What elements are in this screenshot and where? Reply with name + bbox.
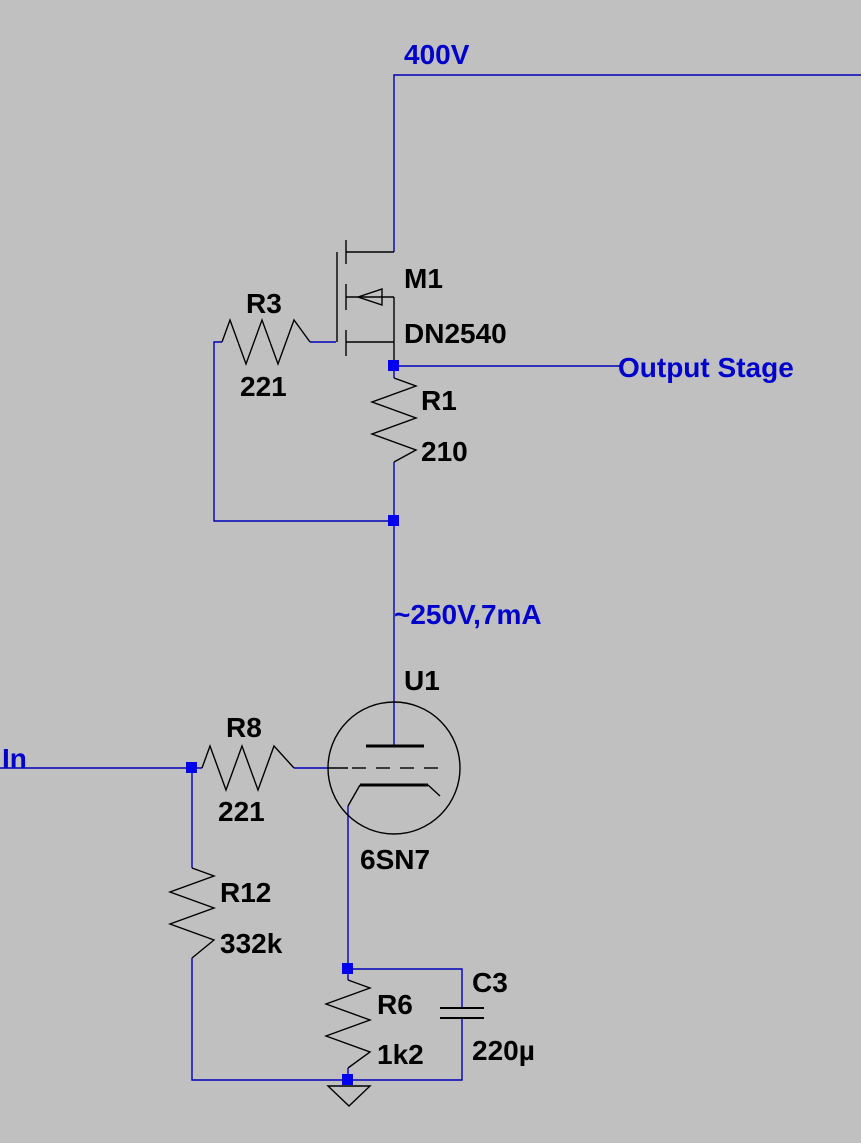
ground-symbol [326, 1085, 372, 1107]
junction-input [186, 762, 197, 773]
triode-u1[interactable] [327, 701, 461, 835]
c3-ref: C3 [472, 967, 508, 998]
wire-r12-bottom[interactable] [191, 958, 463, 1081]
r3-ref: R3 [246, 288, 282, 319]
r6-value: 1k2 [377, 1039, 424, 1070]
wire-cathode-to-c3[interactable] [348, 968, 463, 1008]
capacitor-c3[interactable] [440, 1007, 484, 1019]
net-label-operating-point: ~250V,7mA [394, 599, 542, 630]
r1-ref: R1 [421, 385, 457, 416]
resistor-r12[interactable] [167, 867, 217, 959]
net-label-input: In [2, 743, 27, 774]
junction-cathode [342, 963, 353, 974]
u1-ref: U1 [404, 665, 440, 696]
r12-value: 332k [220, 928, 283, 959]
c3-value: 220µ [472, 1035, 535, 1066]
mosfet-m1[interactable] [336, 240, 395, 366]
r12-ref: R12 [220, 877, 271, 908]
junction-plate [388, 515, 399, 526]
r8-ref: R8 [226, 712, 262, 743]
r8-value: 221 [218, 796, 265, 827]
resistor-r3[interactable] [221, 317, 311, 367]
junction-ground [342, 1074, 353, 1085]
r1-value: 210 [421, 436, 468, 467]
wire-supply-rail[interactable] [393, 74, 861, 252]
u1-value: 6SN7 [360, 844, 430, 875]
wires [0, 74, 861, 1081]
wire-r3-loop[interactable] [213, 341, 394, 522]
net-label-supply: 400V [404, 39, 470, 70]
resistor-r6[interactable] [323, 979, 373, 1069]
junction-nodes [186, 360, 399, 1085]
resistor-r8[interactable] [201, 743, 295, 793]
resistor-r1[interactable] [369, 377, 419, 463]
r6-ref: R6 [377, 989, 413, 1020]
r3-value: 221 [240, 371, 287, 402]
m1-ref: M1 [404, 263, 443, 294]
m1-value: DN2540 [404, 318, 507, 349]
junction-output [388, 360, 399, 371]
net-label-output: Output Stage [618, 352, 794, 383]
